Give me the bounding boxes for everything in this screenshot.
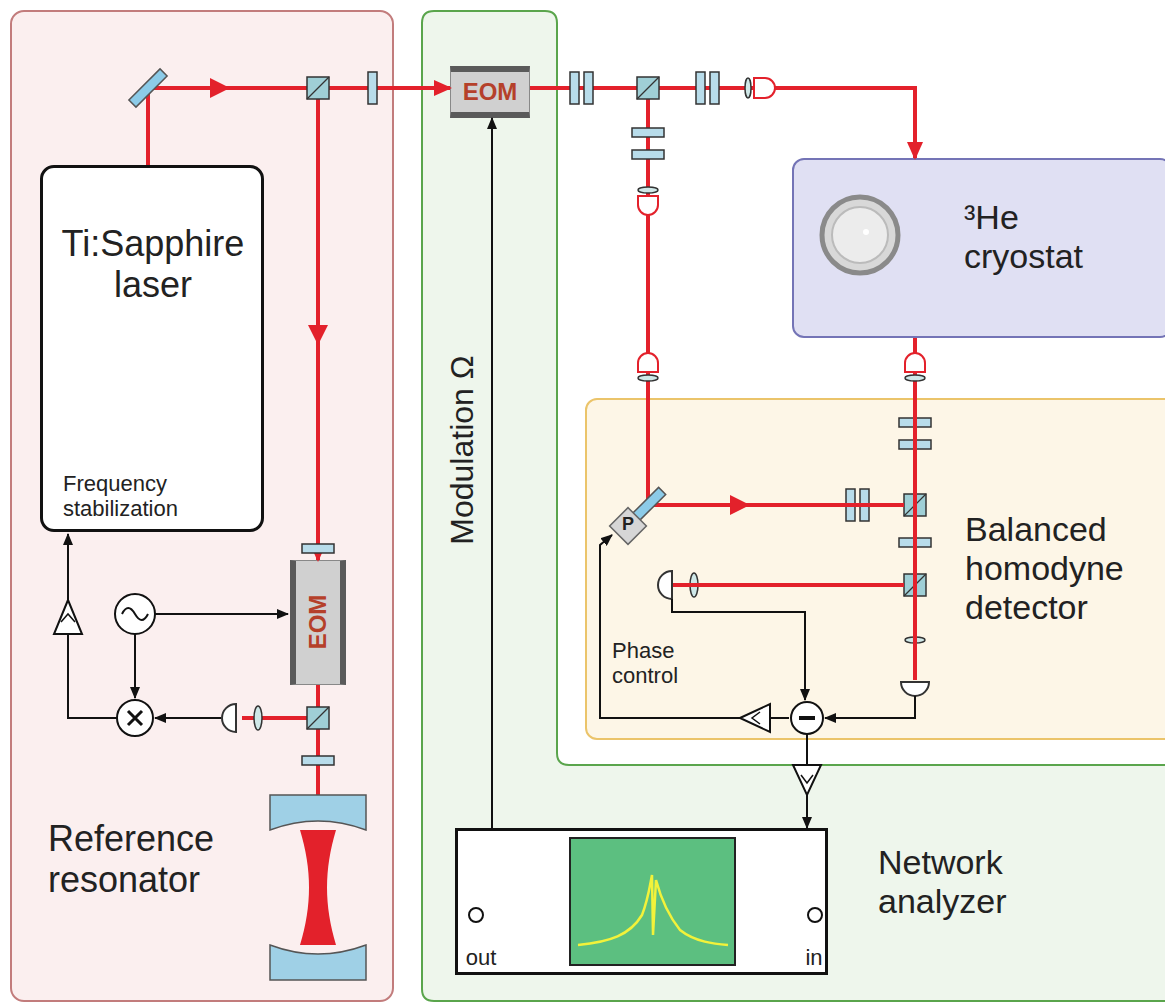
node-label: Balanced homodyne detector — [965, 510, 1155, 627]
eom-modulator: EOM — [290, 560, 346, 685]
laser-panel: Reference resonator Ti:Sapphire laserFreq… — [10, 10, 394, 1002]
laser-beam — [148, 88, 318, 560]
node-label: Frequency stabilization — [63, 471, 253, 522]
node-label: Modulation Ω — [442, 320, 482, 580]
laser-beam — [530, 88, 915, 158]
piezo-label: P — [614, 514, 642, 535]
node-label: Network analyzer — [878, 843, 1128, 921]
node-label: EOM — [303, 572, 333, 672]
node-label: Reference resonator — [48, 818, 278, 901]
laser-beam — [148, 88, 450, 165]
eom-modulator: EOM — [450, 66, 530, 118]
laser-beam — [913, 338, 917, 398]
signal-wire — [806, 740, 808, 828]
laser-box: Ti:Sapphire laserFrequency stabilization — [40, 165, 264, 532]
node-label: Ti:Sapphire laser — [48, 223, 258, 306]
node-label: ³He cryostat — [964, 198, 1129, 276]
laser-beam — [530, 88, 648, 398]
signal-wire — [491, 118, 493, 828]
node-label: out — [458, 945, 504, 970]
node-label: Phase control — [612, 638, 722, 689]
detector-box: Balanced homodyne detectorPhase control — [585, 398, 1165, 740]
network-analyzer: Network analyzeroutin — [455, 828, 828, 975]
cryostat-box: ³He cryostat — [792, 158, 1165, 338]
node-label: in — [794, 945, 834, 970]
node-label: EOM — [451, 78, 529, 106]
